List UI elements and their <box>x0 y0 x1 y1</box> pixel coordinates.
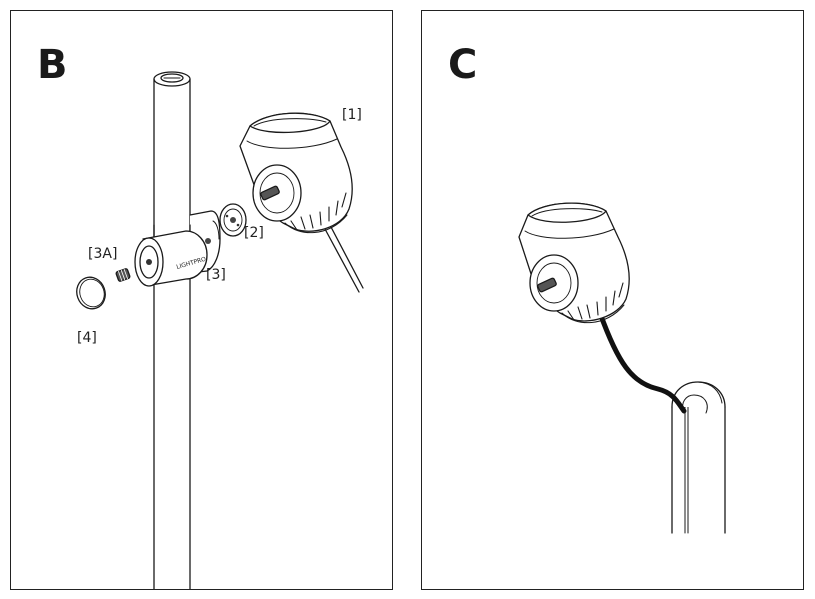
pole <box>153 71 191 589</box>
light-head <box>518 202 630 324</box>
panel-c: C <box>421 10 804 590</box>
clamp <box>134 210 221 287</box>
end-cap <box>76 276 106 310</box>
light-head <box>239 112 364 293</box>
label-part-3: [3] <box>206 267 226 283</box>
washer <box>219 203 247 237</box>
panel-b: B <box>10 10 393 590</box>
assembly-drawing-b: LIGHTPRO <box>76 71 364 589</box>
cable <box>597 310 687 414</box>
label-part-3a: [3A] <box>88 246 118 262</box>
channel-pole <box>671 381 726 534</box>
label-part-2: [2] <box>244 225 264 241</box>
panel-letter-c: C <box>448 42 478 88</box>
assembly-drawing-c <box>518 202 726 534</box>
label-part-4: [4] <box>77 330 97 346</box>
panel-letter-b: B <box>37 42 68 88</box>
grub-screw <box>115 268 131 282</box>
label-part-1: [1] <box>342 107 362 123</box>
